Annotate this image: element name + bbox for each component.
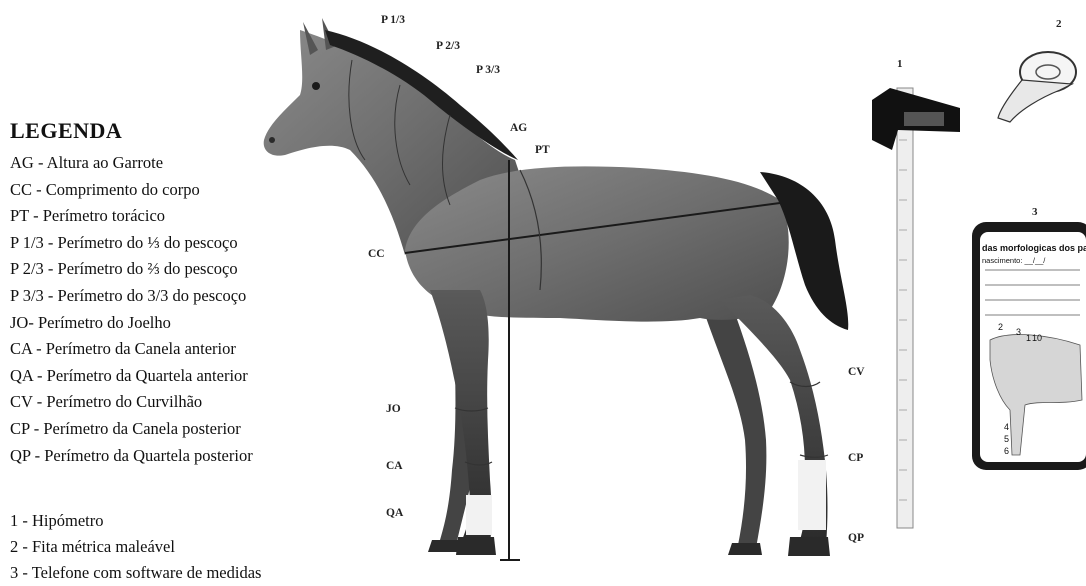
phone-figure-number: 1 [1026, 333, 1031, 343]
hipometro-tool [872, 88, 960, 528]
label-cc: CC [368, 248, 385, 260]
phone-screen-header: das morfologicas dos pa [982, 243, 1086, 253]
label-jo: JO [386, 403, 401, 415]
phone-screen-field: nascimento: __/__/ [982, 256, 1086, 265]
tool-number-telefone: 3 [1032, 206, 1038, 218]
label-pt: PT [535, 144, 550, 156]
label-p13: P 1/3 [381, 14, 405, 26]
label-p33: P 3/3 [476, 64, 500, 76]
leg-girth-lines [455, 382, 828, 465]
label-qa: QA [386, 507, 403, 519]
fita-metrica-tool [998, 52, 1076, 122]
phone-figure-number: 2 [998, 322, 1003, 332]
label-qp: QP [848, 532, 864, 544]
horse-figure [264, 18, 849, 556]
phone-figure-number: 10 [1032, 333, 1042, 343]
tool-number-fita: 2 [1056, 18, 1062, 30]
label-cv: CV [848, 366, 865, 378]
label-ag: AG [510, 122, 527, 134]
phone-figure-number: 4 [1004, 422, 1009, 432]
label-cp: CP [848, 452, 863, 464]
label-ca: CA [386, 460, 403, 472]
phone-figure-number: 5 [1004, 434, 1009, 444]
label-p23: P 2/3 [436, 40, 460, 52]
phone-figure-number: 6 [1004, 446, 1009, 456]
phone-figure-number: 3 [1016, 327, 1021, 337]
tool-number-hipometro: 1 [897, 58, 903, 70]
